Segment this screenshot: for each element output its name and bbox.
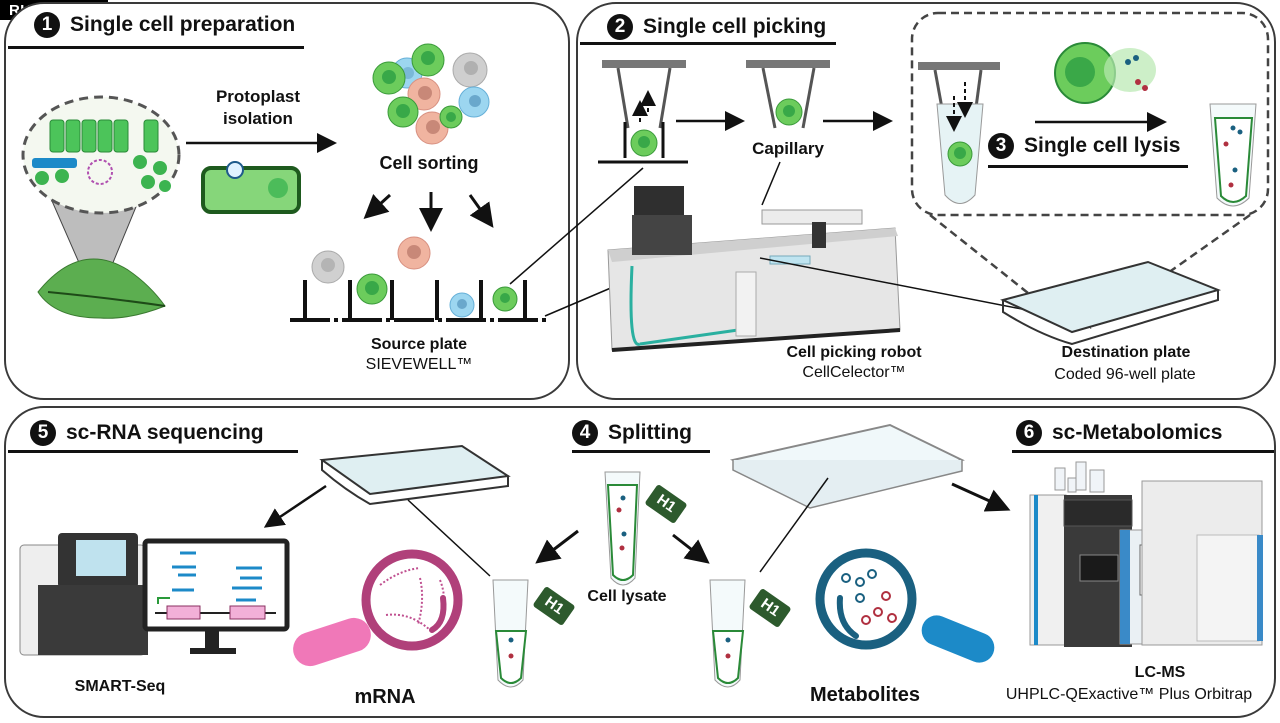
step-4-heading: 4 Splitting [572,420,692,446]
sievewell-label: SIEVEWELL™ [365,356,473,373]
smart-seq-label: SMART-Seq [74,678,166,695]
step-2-title: Single cell picking [643,15,827,38]
step-1-underline [8,46,304,49]
destination-plate-label: Destination plate [1061,344,1191,361]
lysate-tube-top [1209,103,1257,207]
step-6-title: sc-Metabolomics [1052,421,1223,444]
step-1-badge: 1 [34,12,60,38]
lysate-tube-right [709,579,746,688]
step-3-badge: 3 [988,133,1014,159]
step-1-heading: 1 Single cell preparation [34,12,295,38]
lysis-tube-with-capillary [918,62,1000,204]
source-plate-label: Source plate [370,336,468,353]
assay-plate-right [729,423,965,509]
step-5-heading: 5 sc-RNA sequencing [30,420,264,446]
sequencer [19,533,148,656]
step-2-underline [580,42,836,45]
step-1-title: Single cell preparation [70,13,296,36]
lysate-tube-left [492,579,529,688]
coded-plate-label: Coded 96-well plate [1054,366,1196,383]
step-6-underline [1012,450,1274,453]
robot-label: Cell picking robot [786,344,922,361]
capillary-step-2 [746,60,830,129]
cell-lysate-label: Cell lysate [587,588,667,605]
lysis-zoom-box [910,11,1270,217]
capillary-step-1 [598,60,688,164]
bursting-cell [1054,42,1156,104]
step-3-underline [988,165,1188,168]
pcr-plate-left [319,444,511,506]
step-6-heading: 6 sc-Metabolomics [1016,420,1222,446]
lcms-instrument [1029,461,1263,647]
cell-cluster [372,43,490,145]
step-4-title: Splitting [608,421,692,444]
capillary-label: Capillary [752,139,824,158]
monitor [142,538,290,654]
leaf-tissue-illustration [21,95,181,319]
protoplast-line-1: Protoplast [215,87,301,106]
step-6-badge: 6 [1016,420,1042,446]
metabolites-magnifier [815,548,995,663]
protoplast-isolation-label: Protoplast isolation [196,86,320,130]
step-5-title: sc-RNA sequencing [66,421,264,444]
step-5-underline [8,450,298,453]
step-4-underline [572,450,710,453]
source-plate [290,280,546,322]
step-3-heading: 3 Single cell lysis [988,133,1180,159]
cell-sorting-label: Cell sorting [379,153,479,173]
step-2-badge: 2 [607,14,633,40]
step-2-heading: 2 Single cell picking [607,14,826,40]
cellcelector-label: CellCelector™ [802,364,906,381]
lcms-label: LC-MS [1134,664,1186,681]
step-3-title: Single cell lysis [1024,134,1181,157]
destination-plate [1000,260,1222,346]
mrna-label: mRNA [354,686,416,708]
mrna-magnifier [293,549,463,667]
metabolites-label: Metabolites [809,684,921,706]
step-4-badge: 4 [572,420,598,446]
protoplast-line-2: isolation [223,109,293,128]
lysate-tube-center [604,471,641,586]
uhplc-label: UHPLC-QExactive™ Plus Orbitrap [1005,686,1253,703]
cell-picking-robot [607,186,901,352]
step-5-badge: 5 [30,420,56,446]
